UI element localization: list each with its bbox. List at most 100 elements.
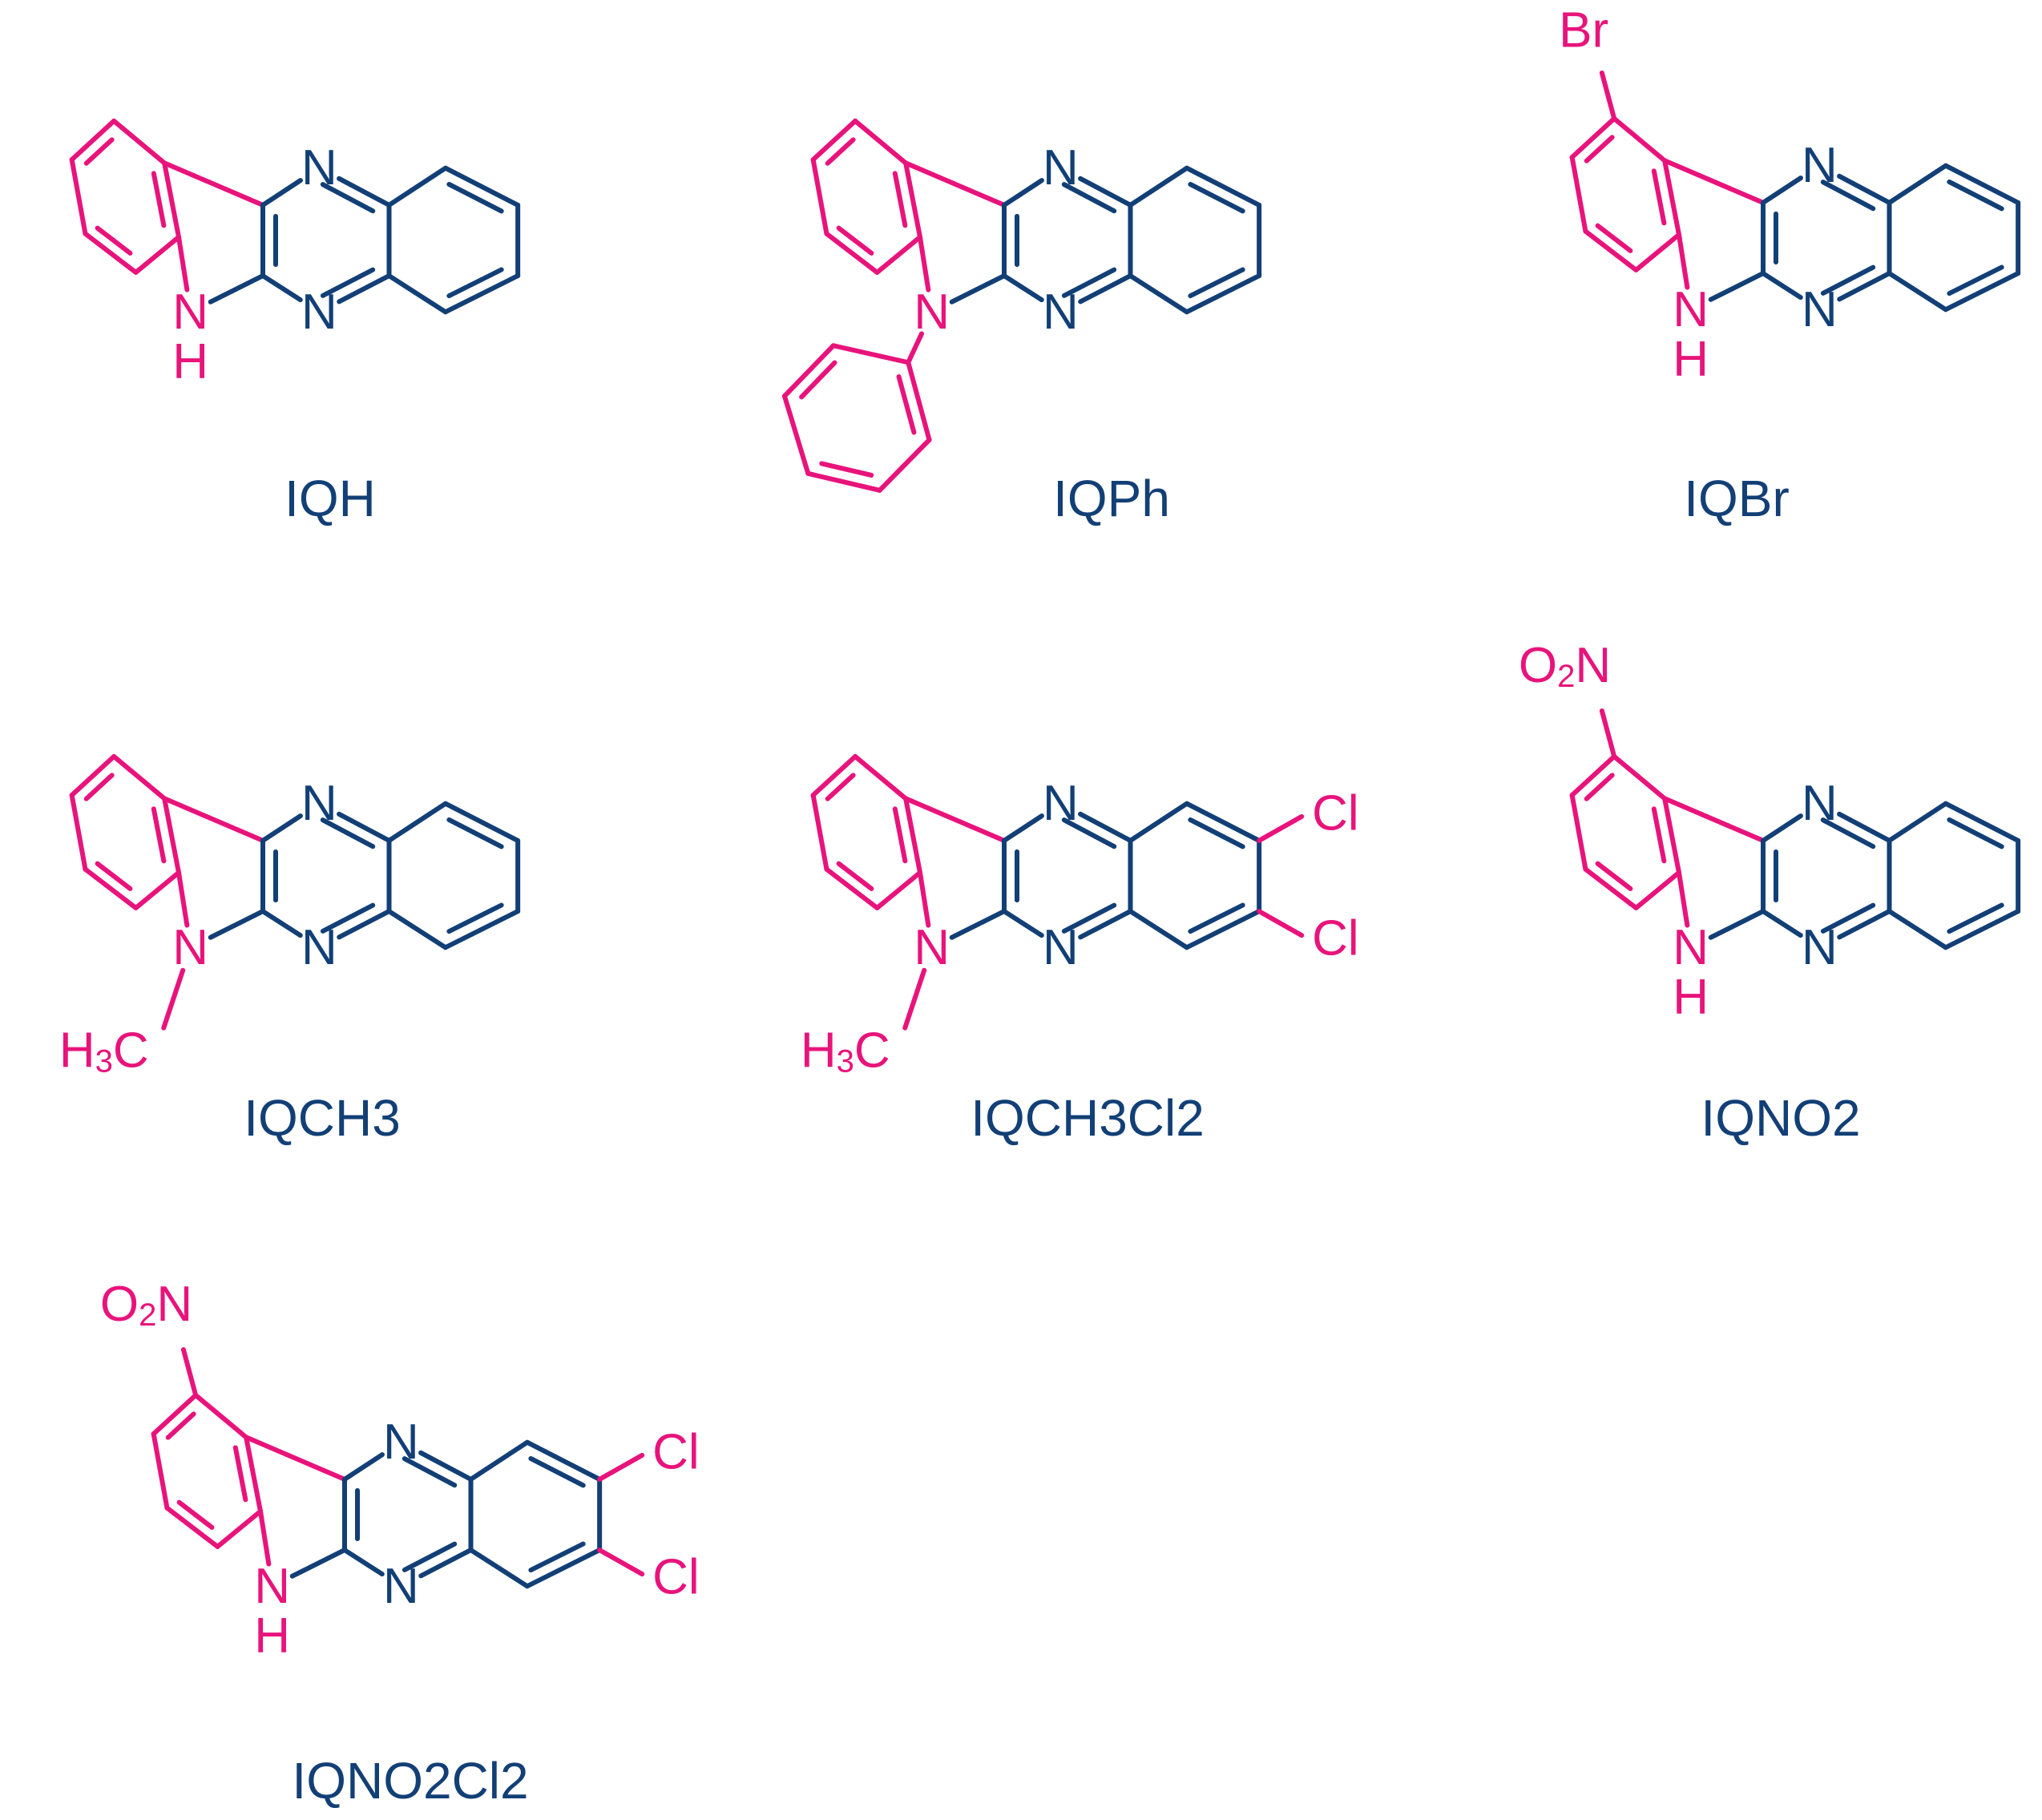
pyrazine-n-label: N xyxy=(1043,285,1079,340)
quinoxaline-benzene-bond xyxy=(442,273,521,315)
phenyl-bond xyxy=(877,437,932,493)
caption-iqno2: IQNO2 xyxy=(1701,1089,1860,1147)
indole-n-label: N xyxy=(914,920,950,975)
chloro-label: Cl xyxy=(1312,785,1359,841)
indole-benzene-bond xyxy=(1662,158,1681,237)
quinoxaline-double-bond xyxy=(528,1541,586,1573)
indole-benzene-bond xyxy=(111,753,167,801)
quinoxaline-benzene-bond xyxy=(524,1548,603,1589)
indole-double-bond xyxy=(95,861,133,891)
indole-benzene-bond xyxy=(69,118,117,163)
chloro-label: Cl xyxy=(652,1424,700,1479)
indole-benzene-bond xyxy=(1612,753,1668,801)
pyrazine-bond xyxy=(337,176,392,208)
indole-double-bond xyxy=(825,137,856,166)
quinoxaline-double-bond xyxy=(446,181,504,214)
chloro-bond xyxy=(597,1452,645,1482)
quinoxaline-benzene-bond xyxy=(468,1439,530,1482)
pyrazine-bond xyxy=(418,1548,474,1579)
phenyl-bond xyxy=(805,470,882,493)
indole-benzene-bond xyxy=(853,753,909,801)
indole-benzene-bond xyxy=(824,231,880,275)
quinoxaline-benzene-bond xyxy=(1184,165,1262,208)
indole-n-label: N xyxy=(1673,920,1709,975)
quinoxaline-benzene-bond xyxy=(1128,273,1189,315)
quinoxaline-benzene-bond xyxy=(1943,163,2021,205)
caption-iqph: IQPh xyxy=(1053,470,1170,527)
pyrazine-bond xyxy=(337,811,392,843)
nh-hydrogen-label: H xyxy=(1673,970,1709,1025)
pyrazine-double-bond xyxy=(320,817,376,849)
quinoxaline-benzene-bond xyxy=(1887,271,1948,313)
pyrazine-n-label: N xyxy=(1802,776,1838,831)
phenyl-double-bond xyxy=(819,461,874,478)
indole-double-bond xyxy=(95,225,133,256)
indole-double-bond xyxy=(1584,773,1615,801)
pyrazine-n-label: N xyxy=(301,920,337,975)
n-phenyl-bond xyxy=(906,331,925,365)
quinoxaline-double-bond xyxy=(1947,817,2004,849)
indole-benzene-bond xyxy=(162,796,181,875)
nh-hydrogen-label: H xyxy=(254,1608,290,1664)
nitro-bond xyxy=(180,1347,199,1398)
indole-benzene-bond xyxy=(215,1508,263,1549)
indole-benzene-bond xyxy=(1633,870,1681,910)
indole-double-bond xyxy=(1595,223,1633,253)
pyrazine-bond xyxy=(1078,176,1133,208)
pyrazine-n-label: N xyxy=(383,1559,419,1614)
indole-benzene-bond xyxy=(133,234,181,275)
indole-benzene-bond xyxy=(903,796,922,875)
indole-benzene-bond xyxy=(810,118,858,163)
indole-benzene-bond xyxy=(824,866,880,910)
indole-double-bond xyxy=(1651,806,1667,864)
indole-benzene-bond xyxy=(1583,866,1639,910)
indole-benzene-bond xyxy=(1569,155,1588,234)
caption-iqbr: IQBr xyxy=(1684,470,1790,527)
methyl-label: H3C xyxy=(59,1023,149,1079)
indole-benzene-bond xyxy=(151,1431,170,1511)
indole-double-bond xyxy=(1651,168,1667,226)
indole-double-bond xyxy=(836,861,874,891)
pyrazine-double-bond xyxy=(1820,264,1876,296)
pyrazine-double-bond xyxy=(320,267,376,298)
quinoxaline-double-bond xyxy=(1947,179,2004,212)
pyrazine-n-label: N xyxy=(1043,140,1079,196)
quinoxaline-benzene-bond xyxy=(1943,909,2021,950)
quinoxaline-benzene-bond xyxy=(524,1439,603,1482)
indole-benzene-bond xyxy=(164,1505,220,1549)
pyrazine-n-label: N xyxy=(1802,920,1838,975)
indole-benzene-bond xyxy=(874,234,922,275)
indole-benzene-bond xyxy=(1569,753,1617,798)
chloro-label: Cl xyxy=(652,1550,700,1605)
indole-n-label: N xyxy=(1673,282,1709,337)
pyrazine-n-label: N xyxy=(1802,282,1838,337)
quinoxaline-double-bond xyxy=(1188,902,1245,934)
quinoxaline-benzene-bond xyxy=(1184,909,1262,950)
quinoxaline-benzene-bond xyxy=(1128,801,1189,843)
indole-benzene-bond xyxy=(810,753,858,798)
nitro-label: O2N xyxy=(100,1276,192,1333)
methyl-label: H3C xyxy=(801,1023,890,1079)
nh-hydrogen-label: H xyxy=(1673,332,1709,387)
pyrazine-bond xyxy=(1002,273,1044,303)
indole-double-bond xyxy=(151,806,167,864)
indole-double-bond xyxy=(83,137,115,166)
pyrazine-double-bond xyxy=(1820,180,1876,212)
quinoxaline-benzene-bond xyxy=(468,1548,530,1589)
indole-double-bond xyxy=(825,773,856,801)
quinoxaline-double-bond xyxy=(1947,902,2004,934)
caption-iqh: IQH xyxy=(285,470,376,527)
pyrrole-bond xyxy=(1662,158,1766,205)
indole-benzene-bond xyxy=(1569,793,1588,872)
pyrazine-bond xyxy=(342,1452,385,1482)
pyrazine-double-bond xyxy=(1061,182,1117,214)
pyrazine-bond xyxy=(260,909,303,938)
phenyl-bond xyxy=(906,360,932,442)
indole-double-bond xyxy=(176,1499,215,1530)
pyrazine-bond xyxy=(1761,271,1803,301)
pyrrole-bond xyxy=(208,909,265,940)
